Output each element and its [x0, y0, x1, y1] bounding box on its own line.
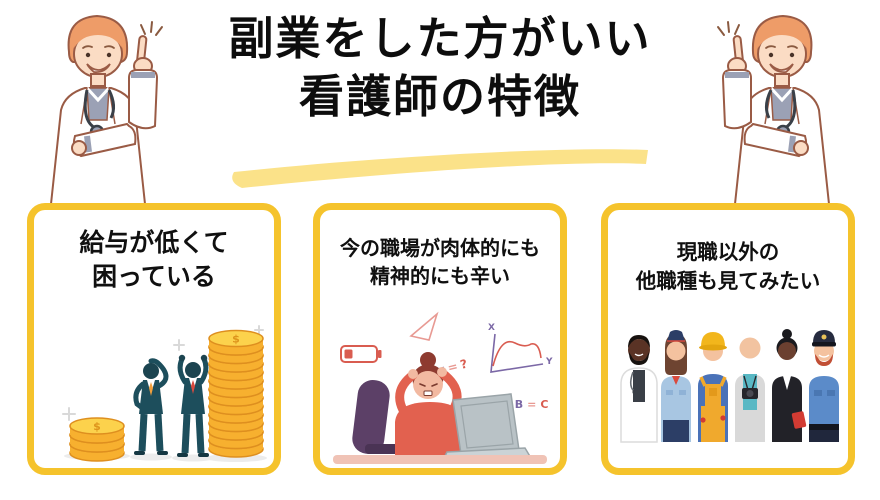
profession-construction-worker-figure: [698, 332, 728, 442]
profession-businesswoman-figure: [772, 329, 807, 442]
doctor-folded-arm: [743, 122, 809, 158]
stressed-woman-illustration: x=? X Y A+B=C: [333, 311, 553, 464]
card-other-professions: 現職以外の 他職種も見てみたい: [601, 203, 855, 475]
card-tough-workplace: 今の職場が肉体的にも 精神的にも辛い x=? X Y A+B=C: [313, 203, 567, 475]
profession-police-officer-figure: [809, 330, 839, 442]
doctor-head: [751, 14, 813, 78]
doctor-illustration-left: [49, 14, 163, 204]
doctor-folded-arm: [71, 122, 137, 158]
doctor-neck: [774, 73, 790, 87]
profession-photographer-figure: [735, 337, 765, 442]
coins-comparison-illustration: $: [62, 325, 267, 462]
equation-question: ?: [459, 357, 469, 372]
title-line-2: 看護師の特徴: [298, 69, 581, 123]
card-low-salary: 給与が低くて 困っている $: [27, 203, 281, 475]
doctor-illustration-right: [717, 14, 831, 204]
profession-doctor-figure: [620, 335, 658, 443]
doctor-raised-arm: [721, 69, 752, 130]
formula-b: B: [515, 398, 523, 411]
card-title: 現職以外の 他職種も見てみたい: [608, 210, 848, 295]
coin-stack-small: $: [69, 417, 125, 462]
professions-lineup-illustration: [620, 329, 839, 443]
card-title: 給与が低くて 困っている: [34, 210, 274, 294]
doctor-head: [67, 14, 129, 78]
profession-flight-attendant-figure: [661, 330, 691, 442]
card-title: 今の職場が肉体的にも 精神的にも辛い: [320, 210, 560, 290]
equation-equals: =: [446, 359, 459, 375]
card2-title-line2: 精神的にも辛い: [370, 264, 510, 288]
dollar-symbol: $: [232, 333, 240, 346]
celebrating-man-figure: [177, 354, 209, 457]
formula-c: C: [540, 398, 548, 411]
low-battery-icon: [340, 345, 382, 363]
triangle-doodle: [409, 311, 439, 341]
desk: [333, 455, 547, 464]
doctor-neck: [90, 73, 106, 87]
sparkle-icon: [717, 21, 740, 36]
card3-title-line2: 他職種も見てみたい: [635, 268, 821, 293]
card3-title-line1: 現職以外の: [676, 240, 780, 264]
formula-equals: =: [527, 398, 536, 411]
sparkle-icon: [140, 21, 163, 36]
stressed-woman-figure: [395, 352, 465, 456]
graph-axis-y-label: Y: [545, 357, 553, 367]
card1-title-line1: 給与が低くて: [79, 228, 229, 257]
doctor-raised-arm: [128, 69, 159, 130]
coin-stack-tall: $: [208, 329, 264, 458]
card1-title-line2: 困っている: [92, 261, 216, 291]
graph-axis-x-label: X: [488, 323, 495, 333]
pointing-hand: [133, 35, 153, 75]
confused-man-figure: [133, 358, 169, 455]
dollar-symbol: $: [93, 420, 101, 433]
graph-doodle: X Y: [488, 323, 553, 373]
title-line-1: 副業をした方がいい: [228, 12, 652, 65]
card2-title-line1: 今の職場が肉体的にも: [340, 236, 540, 260]
page-title: 副業をした方がいい 看護師の特徴: [0, 10, 880, 125]
title-highlight-stroke: [232, 149, 648, 188]
